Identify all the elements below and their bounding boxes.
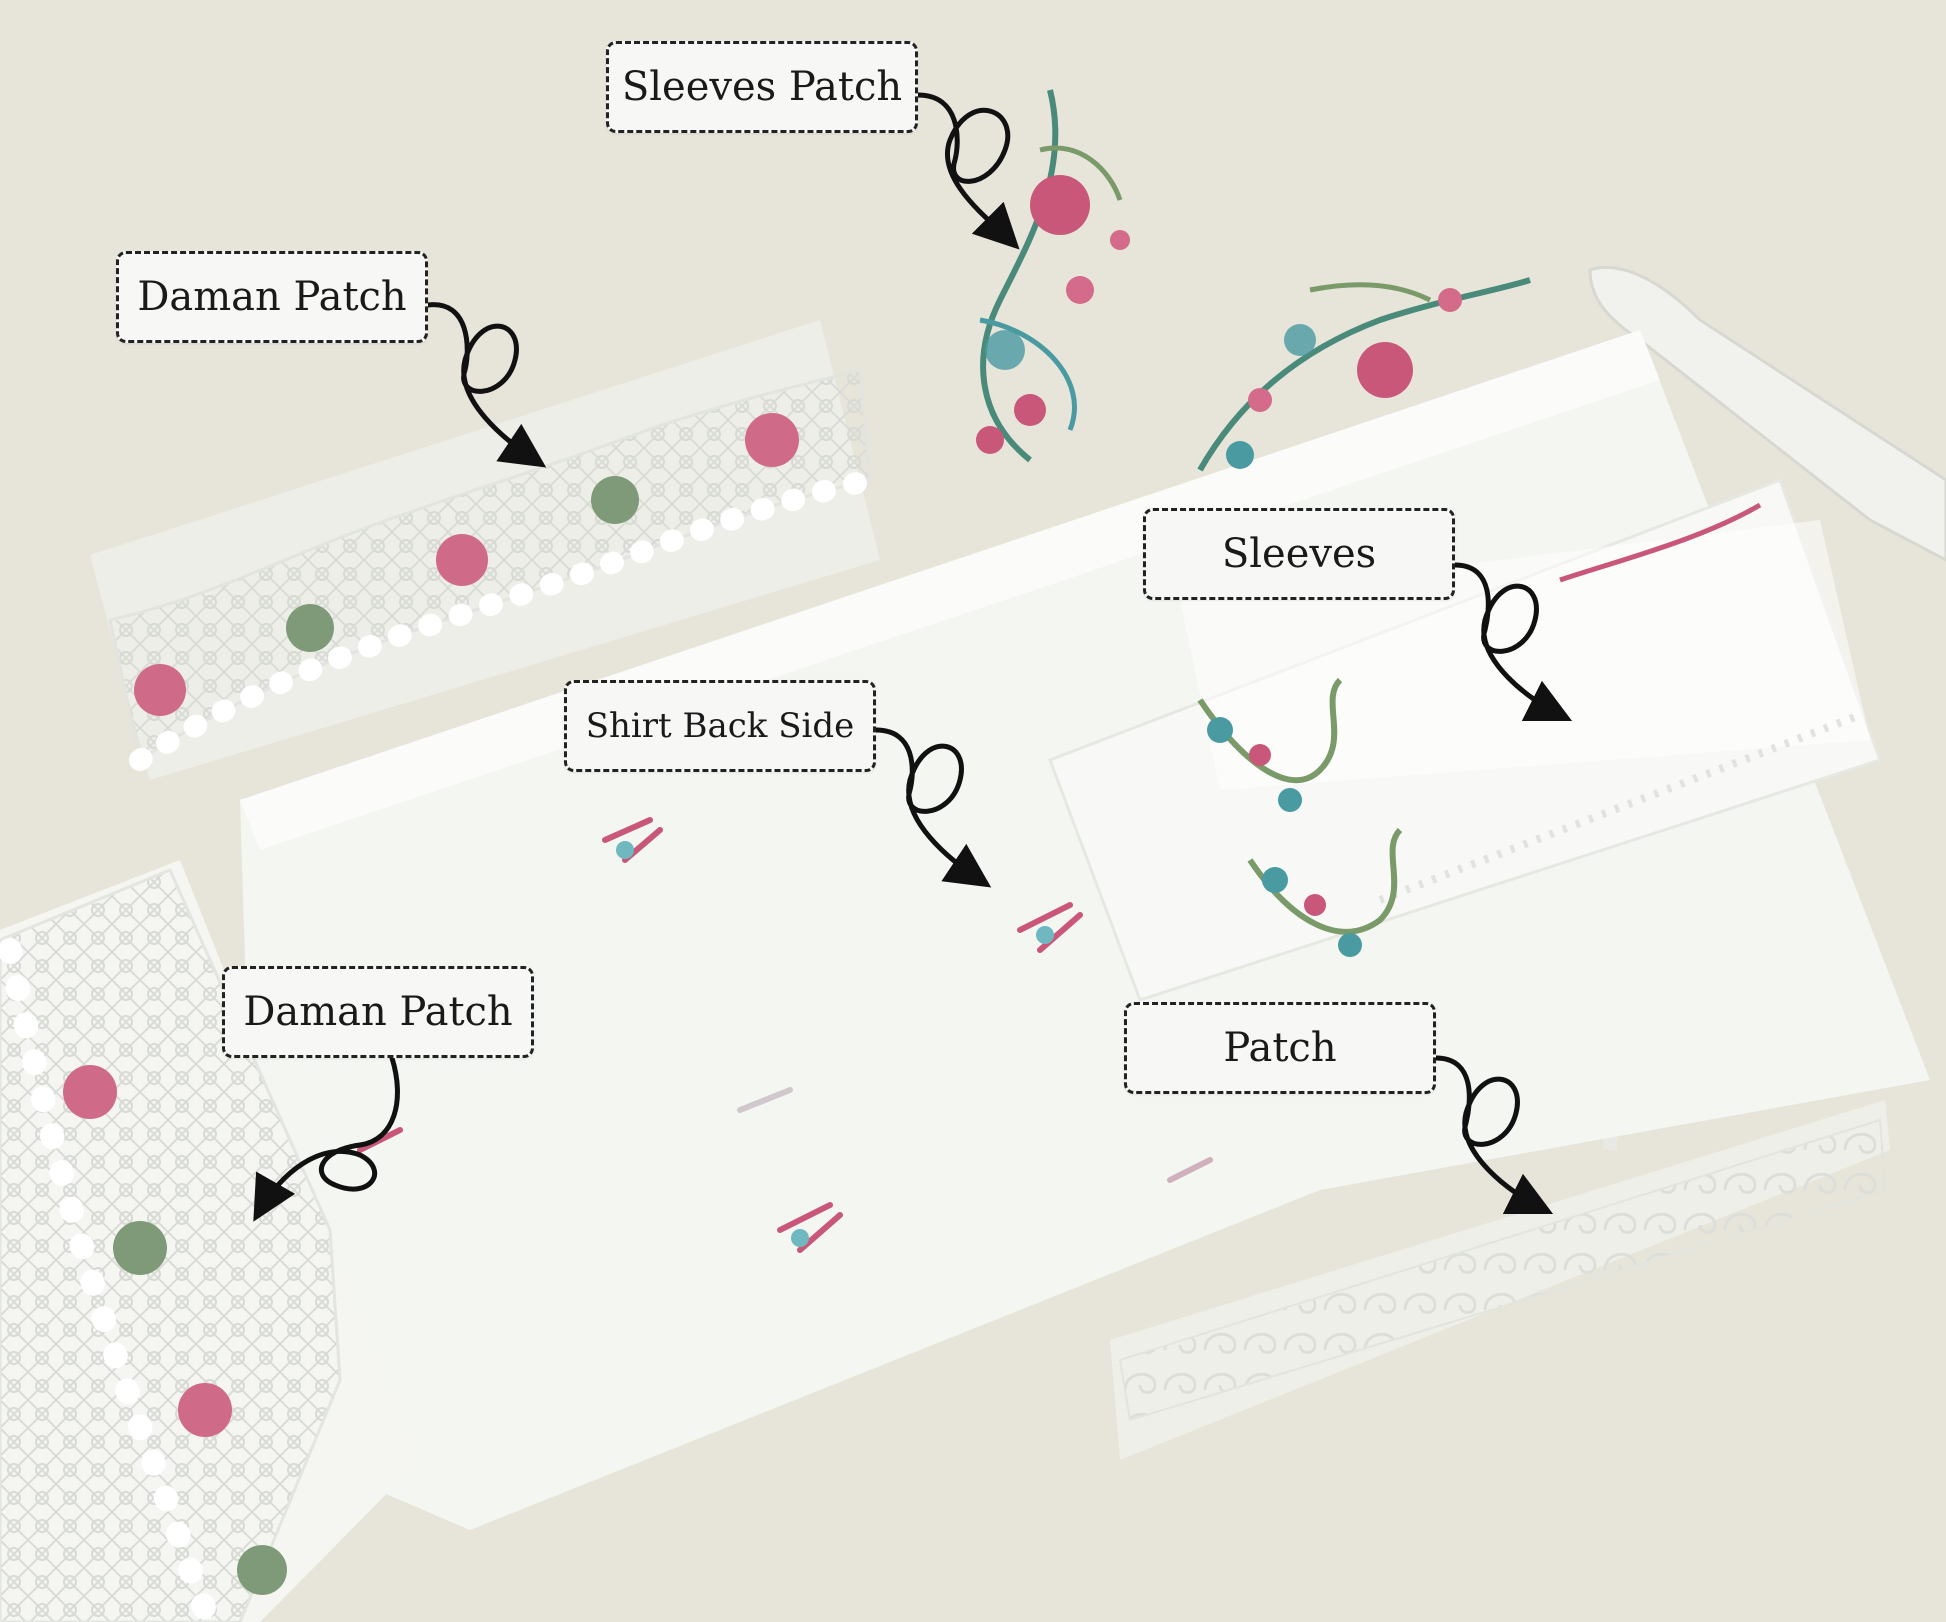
label-patch: Patch (1124, 1002, 1436, 1094)
label-daman-patch-bottom: Daman Patch (222, 966, 534, 1058)
arrow-shirt-back (873, 727, 992, 888)
annotation-arrows (253, 92, 1573, 1222)
sleeves-patch-motif-right (1197, 277, 1531, 472)
daman-patch-top-piece (90, 320, 881, 780)
sleeves-patch-motif-left (976, 89, 1130, 463)
label-sleeves: Sleeves (1143, 508, 1455, 600)
label-daman-patch-top: Daman Patch (116, 251, 428, 343)
daman-patch-bottom-piece (0, 860, 420, 1622)
arrow-sleeves (1452, 562, 1573, 722)
arrow-sleeves-patch (915, 92, 1020, 250)
arrow-patch (1433, 1055, 1554, 1215)
arrow-daman-top (425, 302, 547, 468)
label-sleeves-patch: Sleeves Patch (606, 41, 918, 133)
arrow-daman-bottom (253, 1055, 400, 1222)
patch-piece (1110, 1100, 1890, 1460)
label-shirt-back-side: Shirt Back Side (564, 680, 876, 772)
